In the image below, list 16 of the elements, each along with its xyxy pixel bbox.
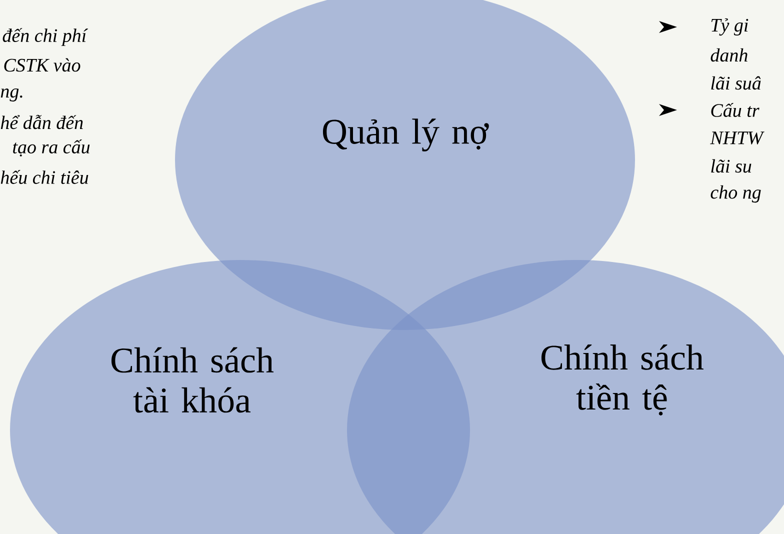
note-text: lãi suâ (711, 76, 761, 90)
note-text: hể dẫn đến (0, 114, 83, 130)
note-text: Tỷ gi (711, 18, 748, 36)
circle-label: Chính sách tài khóa (112, 347, 274, 413)
note-text: ng. (0, 88, 22, 102)
note-text: lãi su (711, 159, 752, 173)
circle-label: Quản lý nợ (322, 118, 489, 152)
note-text: Cấu tr (711, 103, 760, 117)
note-text: danh (710, 48, 748, 62)
note-text: NHTW (710, 132, 764, 144)
note-text: hếu chi tiêu (0, 170, 88, 184)
note-text: CSTK vào (4, 58, 80, 72)
circle-label: Chính sách tiền tệ (542, 344, 704, 416)
note-text: cho ng (710, 185, 761, 203)
note-text: đến chi phí (2, 28, 88, 46)
note-text: tạo ra cấu (13, 140, 90, 156)
